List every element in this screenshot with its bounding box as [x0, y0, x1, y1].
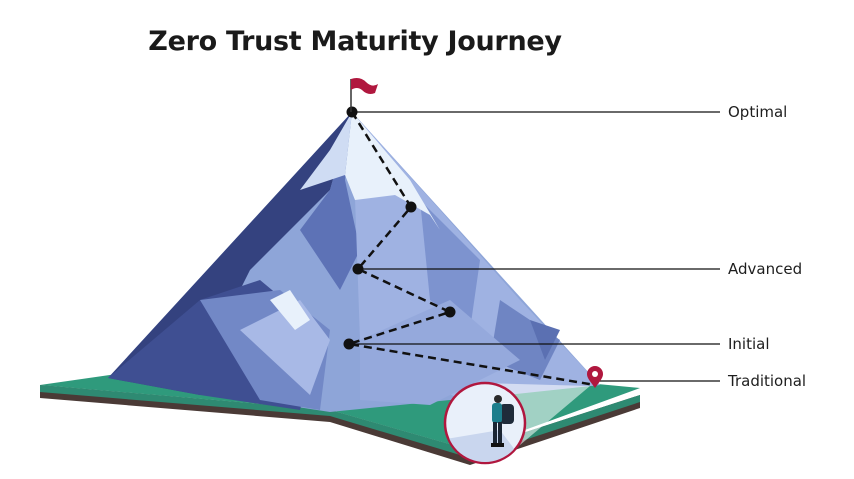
- maturity-path: [348, 111, 596, 387]
- stage-label-initial: Initial: [728, 335, 770, 353]
- stage-label-advanced: Advanced: [728, 260, 802, 278]
- waypoint: [405, 201, 417, 213]
- location-pin-icon: [587, 366, 603, 388]
- waypoint: [444, 306, 456, 318]
- stage-label-traditional: Traditional: [727, 372, 806, 390]
- leader-lines: [349, 111, 720, 382]
- flag-icon: [350, 78, 378, 112]
- diagram-title: Zero Trust Maturity Journey: [148, 26, 562, 57]
- stage-label-optimal: Optimal: [728, 103, 787, 121]
- mountain: [108, 112, 600, 412]
